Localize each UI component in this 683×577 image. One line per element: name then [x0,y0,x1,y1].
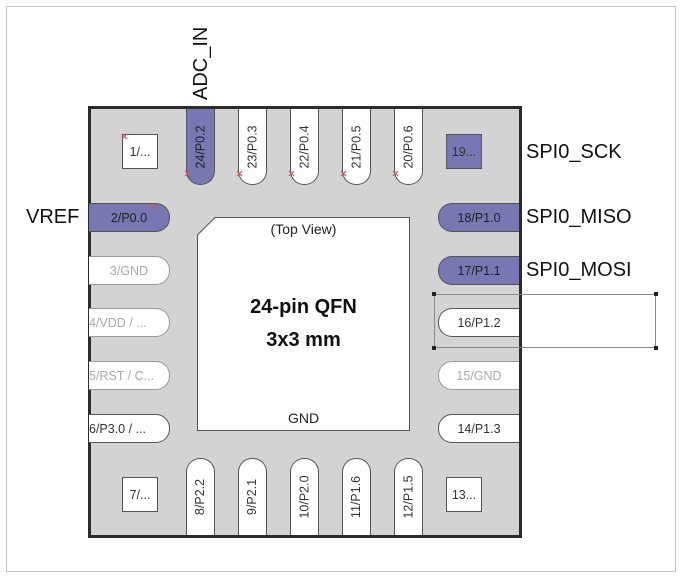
pin-20[interactable]: 20/P0.6 [394,109,423,185]
pin-1-label: 1/... [129,144,151,159]
no-connect-mark-pin-24 [184,170,191,177]
signal-label-adc-in[interactable]: ADC_IN [190,26,212,100]
pin-18[interactable]: 18/P1.0 [438,203,519,232]
pin-17[interactable]: 17/P1.1 [438,256,519,285]
pin-1[interactable]: 1/... [122,134,158,169]
pin-23[interactable]: 23/P0.3 [238,109,267,185]
pin-15[interactable]: 15/GND [438,361,519,390]
pin-24[interactable]: 24/P0.2 [186,109,215,185]
pin-18-label: 18/P1.0 [457,210,501,225]
no-connect-mark-pin-1 [121,133,128,140]
pin-16-label: 16/P1.2 [457,315,501,330]
selection-box[interactable] [434,294,656,348]
center-pad-label: GND [287,410,320,426]
selection-handle-br[interactable] [654,346,658,350]
pin-7[interactable]: 7/... [122,477,158,512]
no-connect-mark-pin-23 [236,170,243,177]
pin-13[interactable]: 13... [446,477,482,512]
pin-10-label: 10/P2.0 [297,475,312,519]
pin-2-label: 2/P0.0 [110,210,148,225]
signal-label-spi0-sck[interactable]: SPI0_SCK [526,141,622,163]
pin-10[interactable]: 10/P2.0 [290,458,319,535]
pin-17-label: 17/P1.1 [457,263,501,278]
no-connect-mark-pin-2 [150,203,157,210]
signal-label-spi0-miso[interactable]: SPI0_MISO [526,206,632,228]
signal-label-spi0-mosi[interactable]: SPI0_MOSI [526,259,632,281]
package-size: 3x3 mm [266,329,341,351]
pin-12-label: 12/P1.5 [401,475,416,519]
pin-19-label: 19... [451,144,477,159]
selection-handle-tr[interactable] [654,292,658,296]
pin-20-label: 20/P0.6 [401,124,416,169]
pin-8[interactable]: 8/P2.2 [186,458,215,535]
pin-14-label: 14/P1.3 [457,421,501,436]
pin-15-label: 15/GND [456,368,502,383]
pin-11-label: 11/P1.6 [349,475,364,519]
no-connect-mark-pin-20 [392,170,399,177]
pin-13-label: 13... [451,487,477,502]
pin-3[interactable]: 3/GND [89,256,170,285]
pin-22[interactable]: 22/P0.4 [290,109,319,185]
selection-handle-bl[interactable] [432,346,436,350]
package-title: 24-pin QFN [250,296,357,318]
center-pad-outline [197,217,410,431]
pin-4[interactable]: 4/VDD / ... [89,308,170,337]
pin-11[interactable]: 11/P1.6 [342,458,371,535]
pin-6[interactable]: 6/P3.0 / ... [89,414,170,443]
pin-14[interactable]: 14/P1.3 [438,414,519,443]
pin-4-label: 4/VDD / ... [89,315,147,330]
pin-5[interactable]: 5/RST / C... [89,361,170,390]
pin-2[interactable]: 2/P0.0 [89,203,170,232]
pin-5-label: 5/RST / C... [89,368,155,383]
pin-12[interactable]: 12/P1.5 [394,458,423,535]
pin-7-label: 7/... [129,487,151,502]
pin-3-label: 3/GND [109,263,149,278]
pin-22-label: 22/P0.4 [297,124,312,169]
pin-6-label: 6/P3.0 / ... [89,421,146,436]
no-connect-mark-pin-22 [288,170,295,177]
pin-24-label: 24/P0.2 [193,124,208,169]
pin-16[interactable]: 16/P1.2 [438,308,519,337]
top-view-label: (Top View) [270,221,337,237]
pin-8-label: 8/P2.2 [193,478,208,516]
no-connect-mark-pin-21 [340,170,347,177]
pin-21[interactable]: 21/P0.5 [342,109,371,185]
pin-21-label: 21/P0.5 [349,124,364,169]
selection-handle-tl[interactable] [432,292,436,296]
signal-label-vref[interactable]: VREF [26,206,80,228]
pin-9-label: 9/P2.1 [245,478,260,516]
pin-19[interactable]: 19... [446,134,482,169]
pin-23-label: 23/P0.3 [245,124,260,169]
pin-9[interactable]: 9/P2.1 [238,458,267,535]
